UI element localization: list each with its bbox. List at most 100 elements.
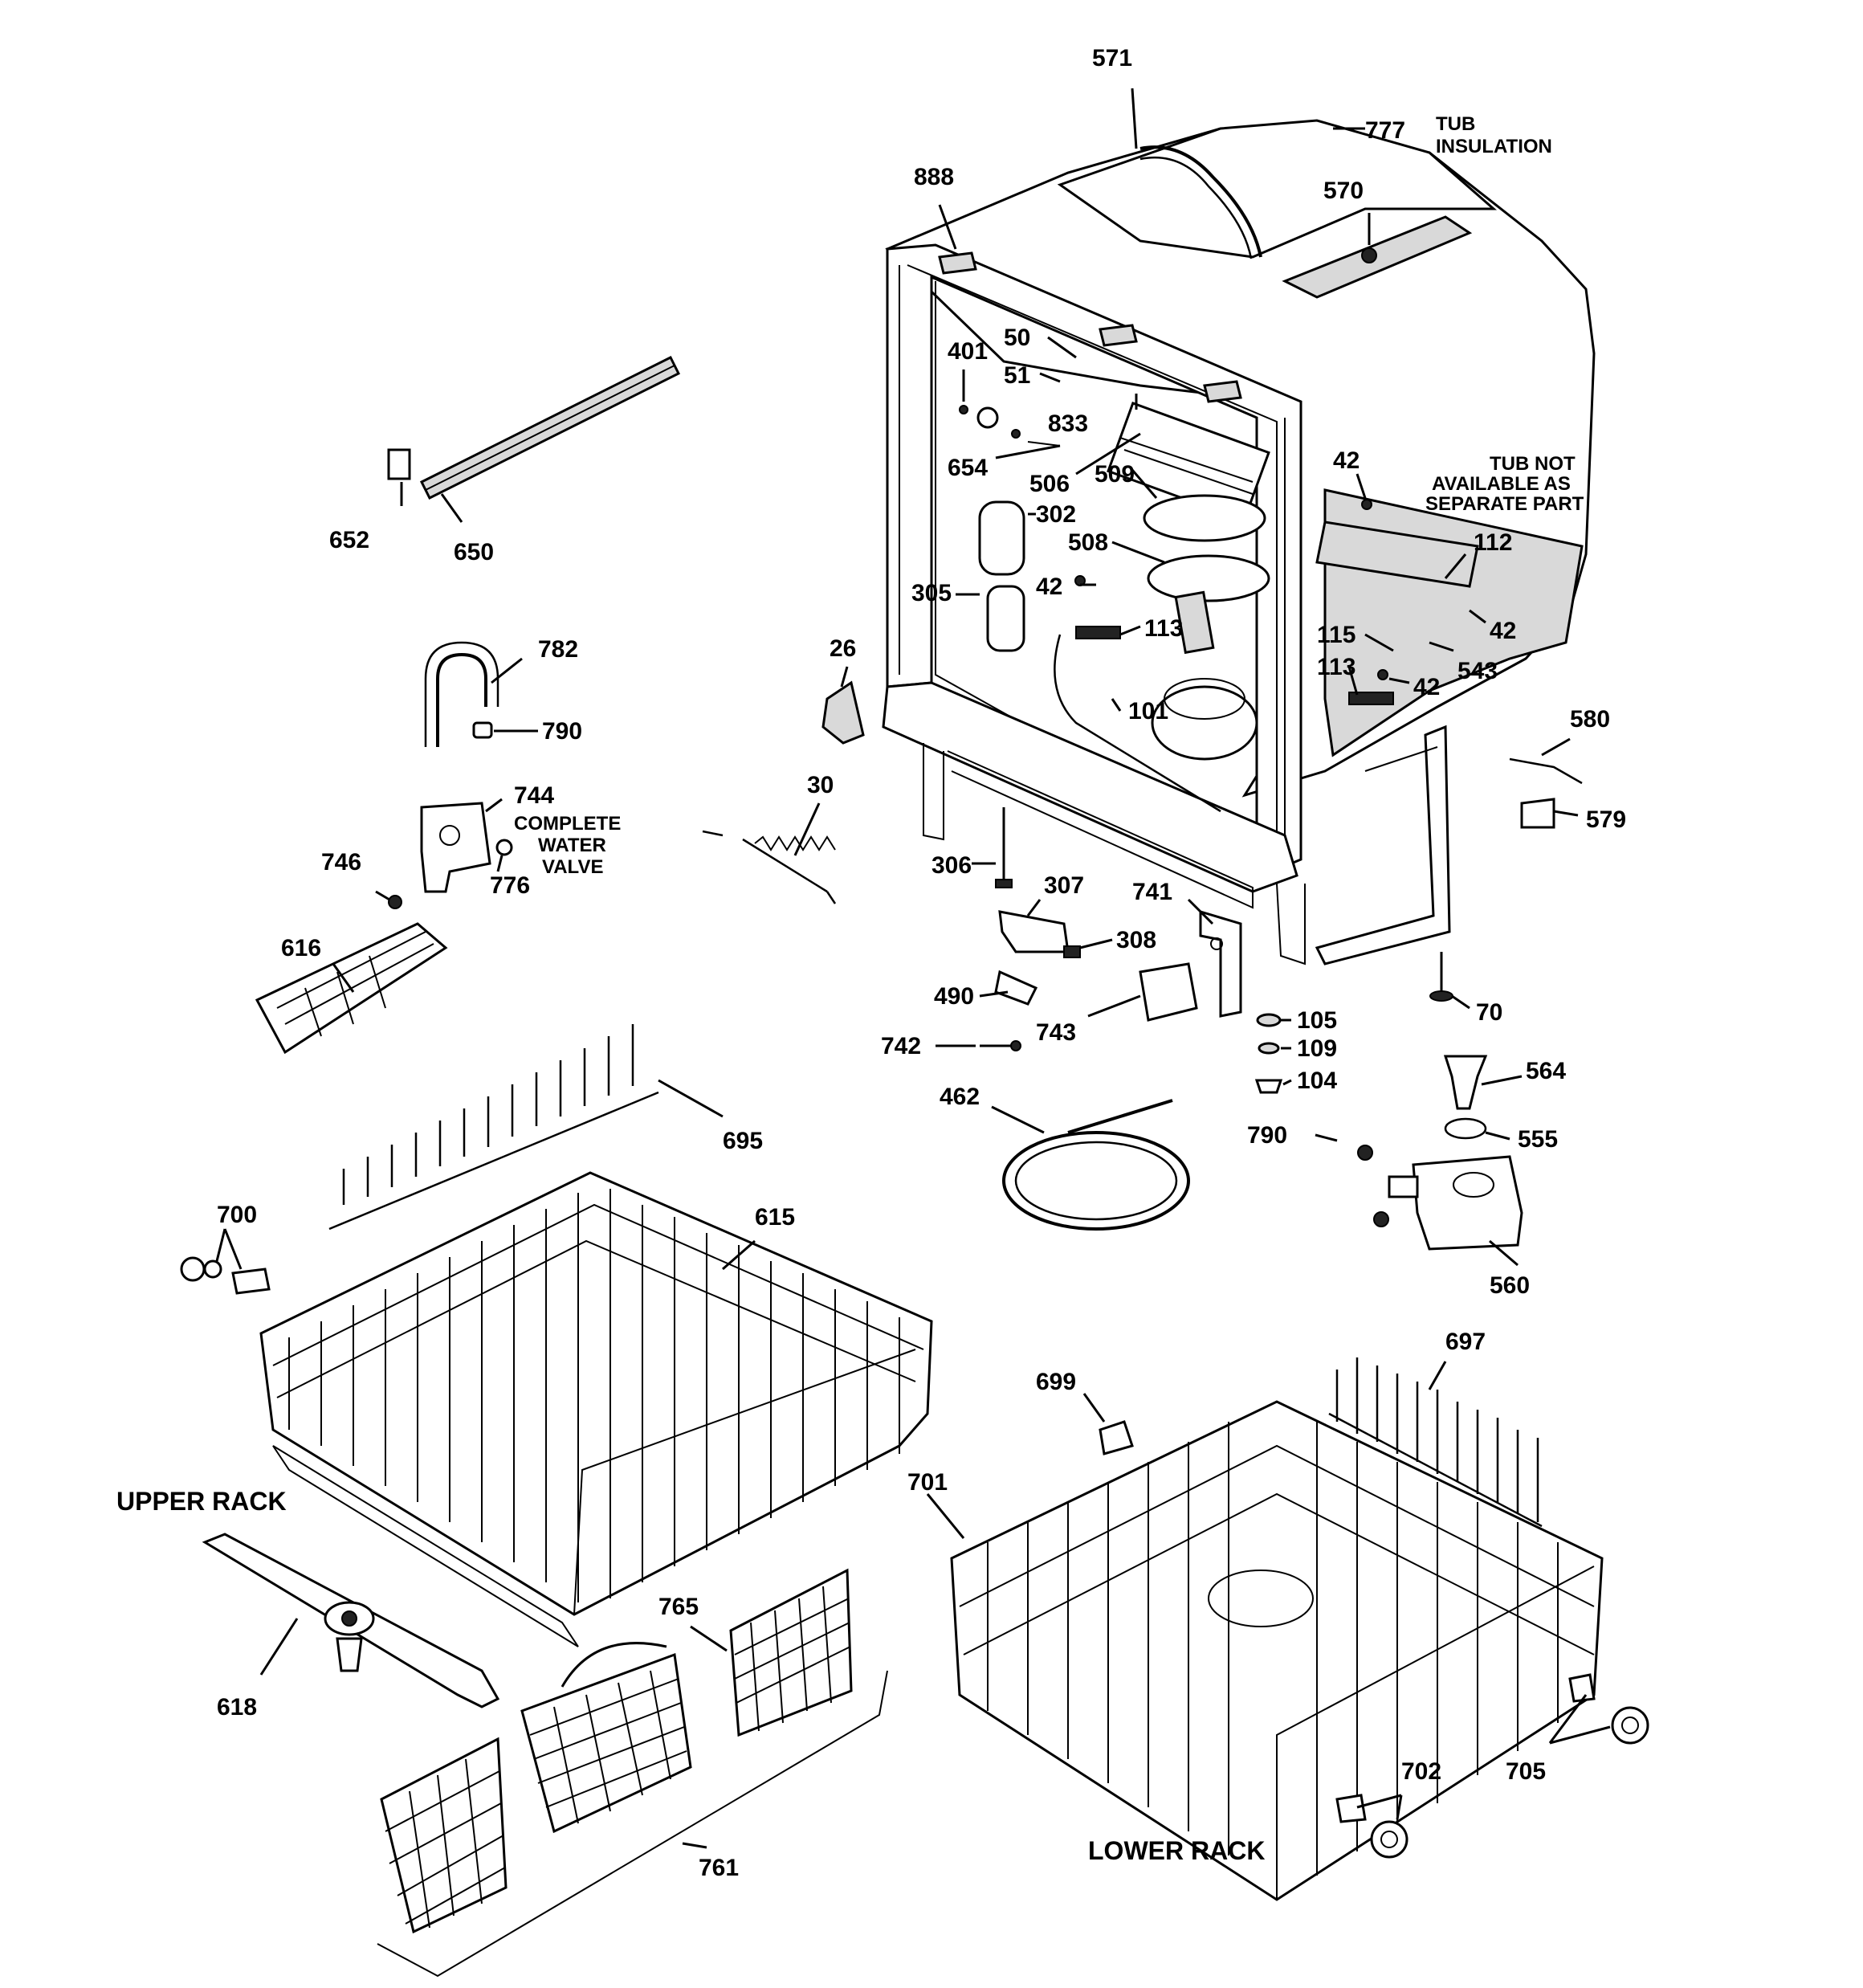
notes: TUB INSULATION TUB NOT AVAILABLE AS SEPA… xyxy=(514,113,1584,878)
callout-109: 109 xyxy=(1297,1035,1337,1062)
float-switch xyxy=(978,500,1025,576)
note-tub-insulation-1: TUB xyxy=(1436,113,1475,135)
part-695-tines xyxy=(328,1024,659,1231)
callout-30: 30 xyxy=(807,772,834,798)
callout-700: 700 xyxy=(217,1202,257,1228)
callout-labels: 571 777 888 570 401 50 51 833 654 506 50… xyxy=(217,45,1626,1881)
callout-580: 580 xyxy=(1570,706,1610,733)
callout-101: 101 xyxy=(1128,698,1168,725)
callout-776: 776 xyxy=(490,872,530,899)
note-tub-not-2: AVAILABLE AS xyxy=(1432,473,1571,495)
dispenser-cup-508 xyxy=(1147,554,1270,602)
callout-571: 571 xyxy=(1092,45,1132,71)
callout-654: 654 xyxy=(948,455,988,481)
part-307-latch xyxy=(998,910,1070,953)
callout-113b: 113 xyxy=(1317,654,1355,680)
part-702-wheel xyxy=(1370,1820,1408,1859)
tub-base-frame xyxy=(882,681,1298,893)
tub-side-leg xyxy=(1315,725,1451,965)
lower-rack xyxy=(950,1357,1649,1901)
part-700-roller xyxy=(180,1256,206,1282)
callout-777: 777 xyxy=(1365,117,1405,144)
callout-782: 782 xyxy=(538,636,578,663)
callout-401: 401 xyxy=(948,338,988,365)
callout-42c: 42 xyxy=(1490,618,1516,644)
callout-51: 51 xyxy=(1004,362,1030,389)
callout-112: 112 xyxy=(1474,529,1512,556)
part-564-valve xyxy=(1443,1055,1488,1110)
callout-506: 506 xyxy=(1029,471,1070,497)
callout-555: 555 xyxy=(1518,1126,1558,1153)
callout-743: 743 xyxy=(1036,1019,1076,1046)
callout-742: 742 xyxy=(881,1033,921,1059)
callout-618: 618 xyxy=(217,1694,257,1721)
silverware-baskets xyxy=(377,1568,888,1978)
callout-307: 307 xyxy=(1044,872,1084,899)
callout-308: 308 xyxy=(1116,927,1156,953)
part-490-switch xyxy=(994,970,1038,1006)
part-761-basket-center xyxy=(520,1652,692,1834)
part-699-clip xyxy=(1099,1420,1134,1455)
part-26-clip xyxy=(821,680,865,745)
note-water-valve-2: WATER xyxy=(538,835,606,856)
callout-490: 490 xyxy=(934,983,974,1010)
note-water-valve-3: VALVE xyxy=(542,856,603,878)
callout-462: 462 xyxy=(940,1084,980,1110)
callout-42d: 42 xyxy=(1413,674,1440,700)
part-743-module xyxy=(1139,962,1198,1022)
part-744-water-valve xyxy=(420,802,491,893)
callout-699: 699 xyxy=(1036,1369,1076,1395)
callout-305: 305 xyxy=(911,580,952,606)
note-tub-not-1: TUB NOT xyxy=(1490,453,1576,475)
tub-insulation xyxy=(1057,119,1497,259)
callout-115: 115 xyxy=(1317,622,1355,648)
callout-570: 570 xyxy=(1323,178,1364,204)
callout-744: 744 xyxy=(514,782,554,809)
tub-assembly xyxy=(882,119,1596,965)
callout-697: 697 xyxy=(1445,1329,1486,1355)
part-790-clamp-a xyxy=(472,721,493,739)
callout-113a: 113 xyxy=(1144,615,1183,642)
callout-306: 306 xyxy=(932,852,972,879)
section-label-lower-rack: LOWER RACK xyxy=(1088,1836,1265,1865)
callout-508: 508 xyxy=(1068,529,1108,556)
upper-rack xyxy=(180,1024,933,1708)
tub-sump xyxy=(1151,685,1258,761)
section-labels: UPPER RACK LOWER RACK xyxy=(116,1487,1265,1865)
part-560-pump xyxy=(1412,1155,1523,1251)
dispenser-cup-509 xyxy=(1143,494,1266,542)
part-462-drain-hose xyxy=(1002,1131,1190,1231)
part-782-hose xyxy=(436,652,487,747)
callout-302: 302 xyxy=(1036,501,1076,528)
callout-888: 888 xyxy=(914,164,954,190)
part-580-spring xyxy=(1509,757,1583,785)
callout-701: 701 xyxy=(907,1469,948,1496)
section-label-upper-rack: UPPER RACK xyxy=(116,1487,287,1516)
part-615-upper-rack xyxy=(259,1171,933,1616)
callout-509: 509 xyxy=(1095,461,1135,488)
callout-543: 543 xyxy=(1457,658,1498,684)
part-705-wheel xyxy=(1611,1706,1649,1745)
callout-560: 560 xyxy=(1490,1272,1530,1299)
note-water-valve-1: COMPLETE xyxy=(514,813,621,835)
callout-616: 616 xyxy=(281,935,321,961)
callout-564: 564 xyxy=(1526,1058,1566,1084)
leader-lines xyxy=(215,88,1611,1849)
callout-105: 105 xyxy=(1297,1007,1337,1034)
callout-579: 579 xyxy=(1586,806,1626,833)
callout-70: 70 xyxy=(1476,999,1502,1026)
part-697-tines xyxy=(1328,1357,1543,1528)
callout-705: 705 xyxy=(1506,1758,1546,1785)
callout-765: 765 xyxy=(658,1594,699,1620)
part-652-cap xyxy=(387,448,411,480)
callout-104: 104 xyxy=(1297,1067,1337,1094)
callout-695: 695 xyxy=(723,1128,763,1154)
vent-hose xyxy=(1139,145,1262,258)
note-tub-insulation-2: INSULATION xyxy=(1436,136,1552,157)
callout-42b: 42 xyxy=(1333,447,1360,474)
callout-652: 652 xyxy=(329,527,369,553)
callout-50: 50 xyxy=(1004,325,1030,351)
callout-746: 746 xyxy=(321,849,361,876)
callout-26: 26 xyxy=(830,635,856,662)
callout-42a: 42 xyxy=(1036,574,1062,600)
